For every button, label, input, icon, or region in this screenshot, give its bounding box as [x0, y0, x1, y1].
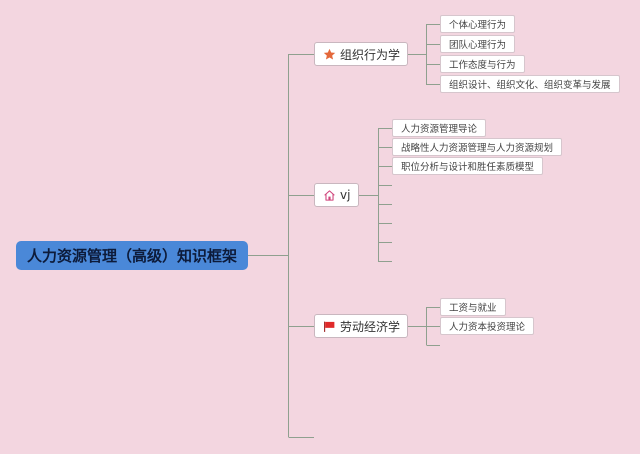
branch-vj[interactable]: vj: [314, 183, 359, 207]
branch-labor-economics[interactable]: 劳动经济学: [314, 314, 408, 338]
leaf-topic[interactable]: 团队心理行为: [440, 35, 516, 53]
leaf-topic[interactable]: 职位分析与设计和胜任素质模型: [392, 157, 544, 175]
leaf-label: 职位分析与设计和胜任素质模型: [401, 162, 535, 173]
leaf-label: 战略性人力资源管理与人力资源规划: [401, 143, 554, 154]
leaf-topic[interactable]: 人力资源管理导论: [392, 119, 487, 137]
branch-label: 劳动经济学: [340, 319, 401, 334]
star-icon: [323, 48, 336, 61]
leaf-topic[interactable]: 工作态度与行为: [440, 55, 525, 73]
branch-label: vj: [340, 188, 351, 202]
leaf-topic[interactable]: 个体心理行为: [440, 15, 516, 33]
home-icon: [323, 189, 336, 202]
leaf-label: 工作态度与行为: [449, 60, 516, 71]
branch-label: 组织行为学: [340, 47, 401, 62]
leaf-label: 工资与就业: [449, 303, 497, 314]
leaf-label: 团队心理行为: [449, 40, 507, 51]
leaf-topic[interactable]: 组织设计、组织文化、组织变革与发展: [440, 75, 620, 93]
leaf-topic[interactable]: 人力资本投资理论: [440, 317, 535, 335]
red-flag-icon: [323, 320, 336, 333]
branch-organizational-behavior[interactable]: 组织行为学: [314, 42, 408, 66]
leaf-topic[interactable]: 战略性人力资源管理与人力资源规划: [392, 138, 563, 156]
leaf-label: 人力资源管理导论: [401, 124, 478, 135]
root-topic-label: 人力资源管理（高级）知识框架: [26, 247, 237, 265]
leaf-topic[interactable]: 工资与就业: [440, 298, 506, 316]
leaf-label: 组织设计、组织文化、组织变革与发展: [449, 80, 611, 91]
leaf-label: 人力资本投资理论: [449, 322, 526, 333]
root-topic[interactable]: 人力资源管理（高级）知识框架: [16, 241, 248, 270]
leaf-label: 个体心理行为: [449, 20, 507, 31]
